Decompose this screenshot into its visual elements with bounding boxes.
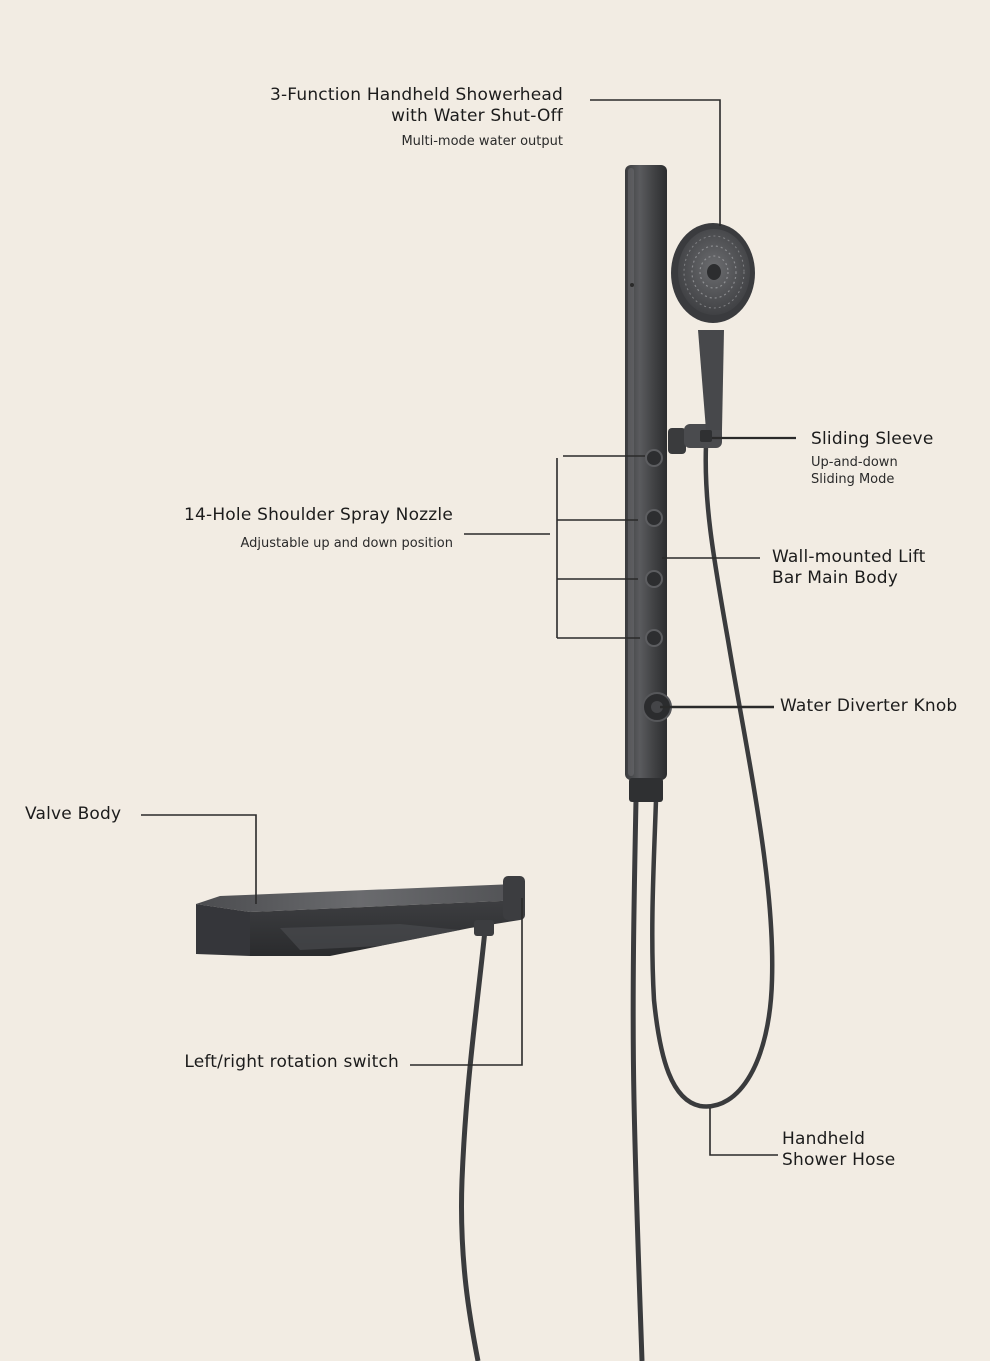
valve-body: [196, 876, 525, 956]
leader-lines: [141, 99, 796, 1156]
callout-valve-body: Valve Body: [25, 804, 121, 825]
water-diverter-knob: [642, 692, 672, 722]
handheld-showerhead: [671, 223, 755, 430]
valve-hose: [459, 929, 488, 1361]
rotation-switch-title: Left/right rotation switch: [184, 1052, 399, 1072]
shower-hose-title-line2: Shower Hose: [782, 1150, 896, 1170]
callout-diverter-knob: Water Diverter Knob: [780, 696, 957, 717]
callout-handheld-showerhead: 3-Function Handheld Showerhead with Wate…: [270, 85, 563, 150]
bar-hoses: [630, 444, 775, 1361]
callout-lift-bar: Wall-mounted Lift Bar Main Body: [772, 547, 926, 589]
sliding-sleeve-subtitle-line2: Sliding Mode: [811, 472, 895, 487]
valve-body-title: Valve Body: [25, 804, 122, 824]
sliding-sleeve-subtitle-line1: Up-and-down: [811, 455, 898, 470]
shoulder-spray-nozzles: [645, 449, 663, 647]
callout-shoulder-spray: 14-Hole Shoulder Spray Nozzle Adjustable…: [184, 505, 453, 552]
callout-rotation-switch: Left/right rotation switch: [184, 1052, 399, 1073]
shower-hose-title-line1: Handheld: [782, 1129, 866, 1149]
sliding-sleeve-title: Sliding Sleeve: [811, 429, 934, 449]
diverter-knob-title: Water Diverter Knob: [780, 696, 958, 716]
shoulder-spray-title: 14-Hole Shoulder Spray Nozzle: [183, 505, 453, 525]
shoulder-spray-subtitle: Adjustable up and down position: [240, 536, 453, 551]
callout-sliding-sleeve: Sliding Sleeve Up-and-down Sliding Mode: [811, 429, 933, 488]
lift-bar-title-line2: Bar Main Body: [772, 568, 898, 588]
callout-shower-hose: Handheld Shower Hose: [782, 1129, 895, 1171]
showerhead-subtitle: Multi-mode water output: [401, 134, 563, 149]
lift-bar-body: [625, 165, 667, 802]
showerhead-title-line2: with Water Shut-Off: [391, 106, 563, 126]
showerhead-title-line1: 3-Function Handheld Showerhead: [269, 85, 563, 105]
lift-bar-title-line1: Wall-mounted Lift: [772, 547, 926, 567]
